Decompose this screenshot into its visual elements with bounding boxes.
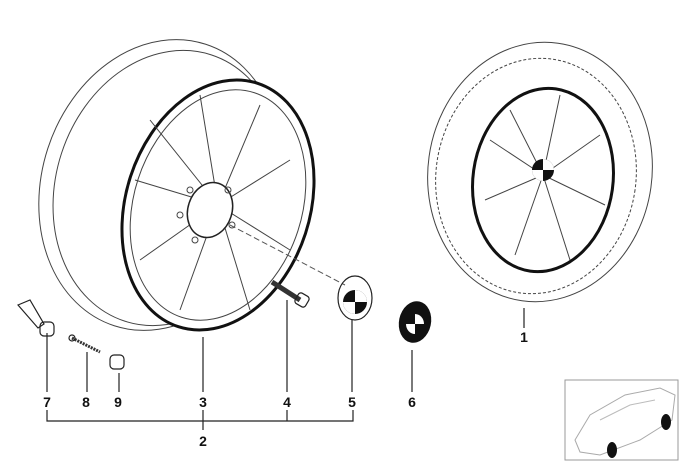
leader-lines: [46, 300, 525, 430]
light-alloy-rim[interactable]: [2, 8, 345, 362]
valve[interactable]: [17, 299, 55, 337]
callout-1[interactable]: 1: [520, 329, 528, 345]
valve-cap[interactable]: [109, 354, 125, 370]
callout-5[interactable]: 5: [348, 394, 356, 410]
callout-9[interactable]: 9: [114, 394, 122, 410]
callout-6[interactable]: 6: [408, 394, 416, 410]
callout-3[interactable]: 3: [199, 394, 207, 410]
callout-8[interactable]: 8: [82, 394, 90, 410]
emblem[interactable]: [395, 298, 435, 346]
valve-insert[interactable]: [68, 334, 101, 354]
callout-4[interactable]: 4: [283, 394, 291, 410]
wheel-bolt[interactable]: [270, 279, 310, 308]
complete-wheel-with-tire[interactable]: [411, 28, 669, 317]
hub-cap[interactable]: [337, 275, 373, 321]
callout-2[interactable]: 2: [199, 433, 207, 449]
callout-7[interactable]: 7: [43, 394, 51, 410]
vehicle-thumbnail: [564, 379, 679, 461]
